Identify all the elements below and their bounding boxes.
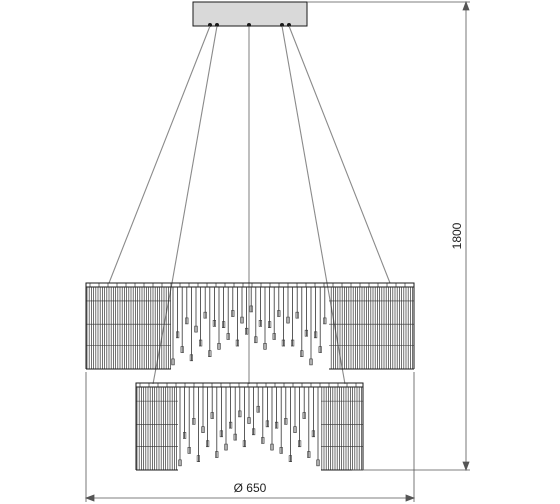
diameter-dimension (84, 372, 416, 502)
height-dimension (307, 0, 470, 472)
diameter-arrow-left (84, 494, 95, 502)
upper-crystal-tier (85, 282, 415, 370)
diameter-label: Ø 650 (234, 481, 267, 495)
cable-outer-left (108, 25, 211, 284)
canopy-anchor-points (208, 23, 291, 27)
ceiling-canopy (192, 1, 308, 27)
upper-tier-rim (85, 282, 415, 288)
height-arrow-top (462, 0, 470, 11)
diameter-arrow-right (405, 494, 416, 502)
lower-tier-rim (135, 382, 364, 388)
suspension-cables (108, 25, 391, 385)
cable-lower-left (152, 282, 173, 385)
lower-crystal-tier (135, 382, 364, 471)
cable-outer-right (288, 25, 391, 284)
cable-inner-left (171, 25, 218, 284)
height-label: 1800 (450, 222, 464, 249)
height-arrow-bottom (462, 461, 470, 472)
cable-inner-right (281, 25, 328, 284)
